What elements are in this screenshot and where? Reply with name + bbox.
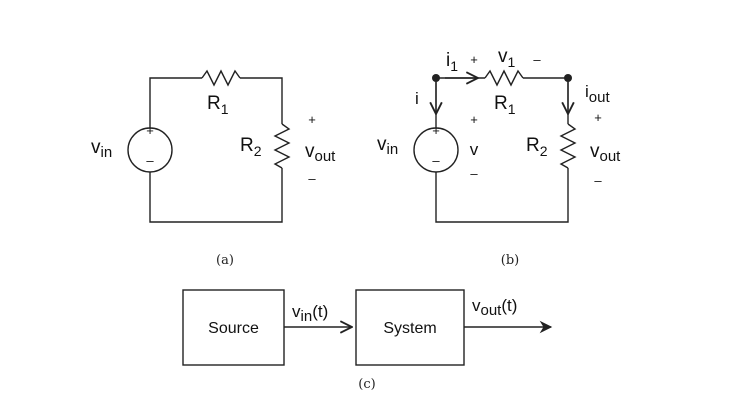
vin-label-b-main: v — [377, 134, 387, 155]
vout-label-a: vout — [305, 141, 336, 165]
resistor-r2-a — [273, 123, 291, 169]
circuit-a-wire-right-top — [240, 77, 283, 124]
caption-b: (b) — [501, 253, 519, 268]
resistor-r2-b — [559, 123, 577, 169]
source-plus-b: + — [432, 123, 440, 138]
r1-label-b: R1 — [494, 93, 516, 117]
r1-label-b-sub: 1 — [508, 101, 516, 117]
current-i1-label-main: i — [446, 50, 450, 71]
r1-label-a-sub: 1 — [221, 101, 229, 117]
v1-minus-b: – — [533, 52, 541, 67]
vin-label-b-sub: in — [387, 141, 399, 158]
caption-c: (c) — [358, 377, 375, 392]
block-diagram-c: Source vin(t) System vout(t) (c) — [182, 289, 553, 392]
current-i-label: i — [415, 89, 419, 108]
r2-label-a: R2 — [240, 135, 262, 159]
vout-minus-a: – — [308, 171, 316, 186]
input-signal-label: vin(t) — [292, 302, 328, 325]
source-plus-a: + — [146, 123, 154, 138]
circuit-b: + – vin i i1 + v1 – R1 + v – iout R2 + v… — [377, 46, 621, 268]
v1-label-b-main: v — [498, 46, 508, 67]
circuit-a: + – vin R1 R2 + vout – (a) — [91, 69, 336, 268]
caption-a: (a) — [216, 253, 234, 268]
r2-label-b-sub: 2 — [540, 143, 548, 159]
r1-label-b-main: R — [494, 93, 508, 114]
v1-label-b: v1 — [498, 46, 516, 70]
r2-label-b: R2 — [526, 135, 548, 159]
vout-label-b-main: v — [590, 141, 600, 162]
iout-label-b: iout — [585, 82, 610, 106]
vin-label-a-sub: in — [101, 144, 113, 161]
r1-label-a: R1 — [207, 93, 229, 117]
input-signal-label-sub: in — [301, 308, 313, 325]
source-minus-a: – — [146, 153, 154, 168]
vout-label-a-main: v — [305, 141, 315, 162]
input-signal-label-main: v — [292, 302, 301, 321]
current-i1-label: i1 — [446, 50, 458, 74]
circuit-a-wire-top — [149, 77, 202, 128]
output-signal-label-arg: (t) — [501, 296, 517, 315]
resistor-r1-b — [484, 69, 524, 87]
v-minus-b: – — [470, 166, 478, 181]
r2-label-a-main: R — [240, 135, 254, 156]
r2-label-b-main: R — [526, 135, 540, 156]
v-label-b: v — [470, 140, 479, 159]
vout-plus-b: + — [594, 110, 602, 125]
source-box-label: Source — [208, 320, 259, 337]
voltage-source-a — [127, 127, 173, 173]
output-signal-label: vout(t) — [472, 296, 517, 319]
input-signal-label-arg: (t) — [312, 302, 328, 321]
resistor-r1-a — [201, 69, 241, 87]
v-plus-b: + — [470, 112, 478, 127]
r1-label-a-main: R — [207, 93, 221, 114]
iout-label-b-main: i — [585, 82, 589, 101]
vout-plus-a: + — [308, 112, 316, 127]
output-signal-label-main: v — [472, 296, 481, 315]
system-box-label: System — [383, 320, 436, 337]
v1-plus-b: + — [470, 52, 478, 67]
node-left-b — [432, 74, 440, 82]
vout-minus-b: – — [594, 173, 602, 188]
vin-label-a: vin — [91, 137, 112, 161]
circuit-b-wire-bottom — [435, 168, 569, 223]
circuit-b-wire-top-right — [523, 77, 569, 124]
circuit-a-wire-bottom — [149, 168, 283, 223]
current-i1-label-sub: 1 — [450, 58, 458, 74]
v1-label-b-sub: 1 — [508, 54, 516, 70]
node-right-b — [564, 74, 572, 82]
vin-label-a-main: v — [91, 137, 101, 158]
iout-label-b-sub: out — [589, 89, 611, 106]
output-signal-label-sub: out — [481, 302, 503, 319]
voltage-source-b — [413, 127, 459, 173]
vout-label-b-sub: out — [600, 148, 622, 165]
source-minus-b: – — [432, 153, 440, 168]
vout-label-b: vout — [590, 141, 621, 165]
r2-label-a-sub: 2 — [254, 143, 262, 159]
vin-label-b: vin — [377, 134, 398, 158]
vout-label-a-sub: out — [315, 148, 337, 165]
